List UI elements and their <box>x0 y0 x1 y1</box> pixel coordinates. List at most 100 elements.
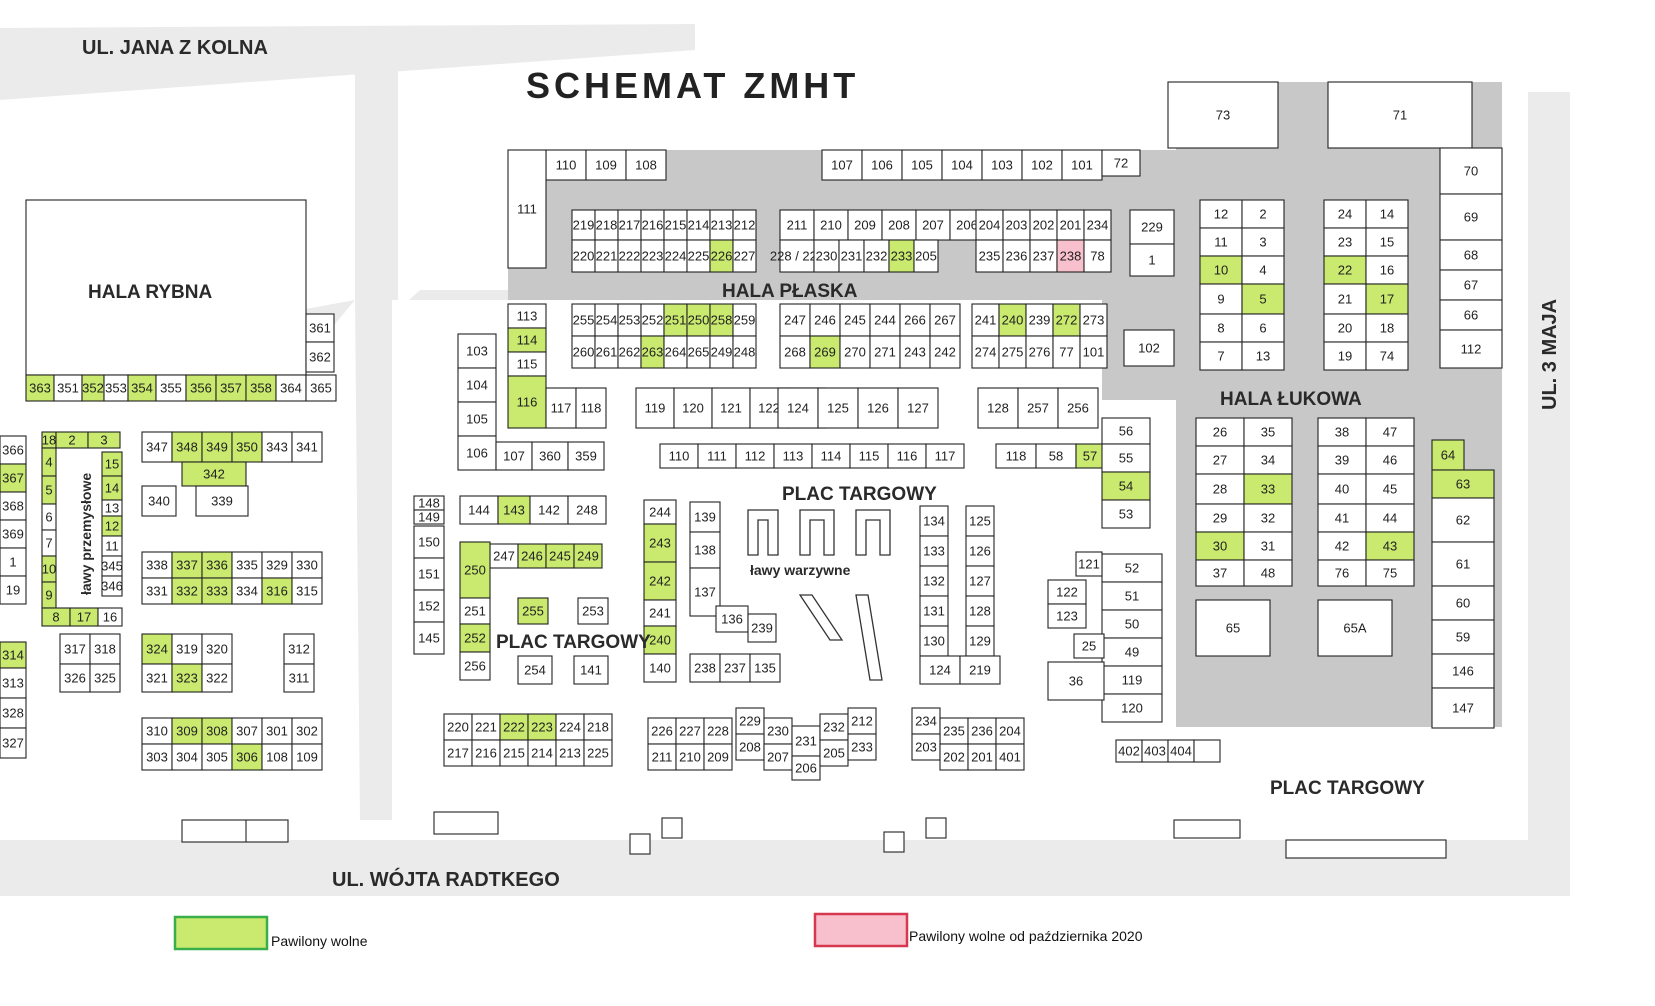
pavilion-231-360[interactable]: 231 <box>791 725 821 757</box>
pavilion--382[interactable] <box>1193 739 1221 763</box>
pavilion-217-349[interactable]: 217 <box>443 739 473 767</box>
pavilion-144-301[interactable]: 144 <box>459 495 499 525</box>
pavilion-222-345[interactable]: 222 <box>499 713 529 741</box>
pavilion-3-169[interactable]: 3 <box>87 431 121 449</box>
pavilion-111-236[interactable]: 111 <box>697 443 737 469</box>
pavilion-330-200[interactable]: 330 <box>291 551 323 579</box>
pavilion-147-294[interactable]: 147 <box>1431 687 1495 729</box>
pavilion-235-372[interactable]: 235 <box>939 717 969 745</box>
pavilion-203-375[interactable]: 203 <box>911 733 941 761</box>
pavilion-29-267[interactable]: 29 <box>1195 503 1245 533</box>
pavilion-215-16[interactable]: 215 <box>663 209 688 241</box>
pavilion-223-346[interactable]: 223 <box>527 713 557 741</box>
pavilion-272-133[interactable]: 272 <box>1052 303 1081 337</box>
pavilion-350-189[interactable]: 350 <box>231 431 263 463</box>
pavilion-267-123[interactable]: 267 <box>929 303 961 337</box>
pavilion-218-348[interactable]: 218 <box>583 713 613 741</box>
pavilion-315-206[interactable]: 315 <box>291 577 323 605</box>
pavilion-13-181[interactable]: 13 <box>101 499 123 517</box>
pavilion-321-218[interactable]: 321 <box>141 663 173 693</box>
pavilion-106-144[interactable]: 106 <box>457 435 497 471</box>
pavilion-10-174[interactable]: 10 <box>41 555 57 583</box>
pavilion-148-295[interactable]: 148 <box>413 495 445 511</box>
pavilion-210-364[interactable]: 210 <box>675 743 705 771</box>
pavilion-357-157[interactable]: 357 <box>215 374 247 402</box>
pavilion-214-17[interactable]: 214 <box>686 209 711 241</box>
pavilion-28-265[interactable]: 28 <box>1195 473 1245 505</box>
pavilion-404-381[interactable]: 404 <box>1167 739 1195 763</box>
pavilion-358-158[interactable]: 358 <box>245 374 277 402</box>
pavilion-220-20[interactable]: 220 <box>571 239 596 273</box>
pavilion-69-79[interactable]: 69 <box>1439 193 1503 241</box>
pavilion-240-131[interactable]: 240 <box>998 303 1027 337</box>
pavilion-149-296[interactable]: 149 <box>413 509 445 525</box>
pavilion-142-303[interactable]: 142 <box>529 495 569 525</box>
pavilion-332-202[interactable]: 332 <box>171 577 203 605</box>
pavilion-116-87[interactable]: 116 <box>507 375 547 429</box>
pavilion-110-235[interactable]: 110 <box>659 443 699 469</box>
pavilion-108-233[interactable]: 108 <box>261 743 293 771</box>
pavilion-230-35[interactable]: 230 <box>813 239 840 273</box>
pavilion-343-190[interactable]: 343 <box>261 431 293 463</box>
pavilion-113-238[interactable]: 113 <box>773 443 813 469</box>
pavilion-341-191[interactable]: 341 <box>291 431 323 463</box>
pavilion-250-107[interactable]: 250 <box>686 303 711 337</box>
pavilion-258-108[interactable]: 258 <box>709 303 734 337</box>
pavilion-225-354[interactable]: 225 <box>583 739 613 767</box>
pavilion-124-95[interactable]: 124 <box>777 387 819 429</box>
pavilion-70-78[interactable]: 70 <box>1439 147 1503 195</box>
pavilion-273-134[interactable]: 273 <box>1079 303 1108 337</box>
pavilion-22-68[interactable]: 22 <box>1323 255 1367 285</box>
pavilion-237-47[interactable]: 237 <box>1029 239 1058 273</box>
pavilion-346-185[interactable]: 346 <box>101 575 123 597</box>
pavilion-252-105[interactable]: 252 <box>640 303 665 337</box>
pavilion-8-60[interactable]: 8 <box>1199 313 1243 343</box>
pavilion-138-324[interactable]: 138 <box>689 531 721 569</box>
pavilion-402-379[interactable]: 402 <box>1115 739 1143 763</box>
pavilion-345-184[interactable]: 345 <box>101 555 123 577</box>
pavilion-226-26[interactable]: 226 <box>709 239 734 273</box>
pavilion-102-8[interactable]: 102 <box>1021 149 1063 181</box>
pavilion-306-232[interactable]: 306 <box>231 743 263 771</box>
pavilion-6-61[interactable]: 6 <box>1241 313 1285 343</box>
pavilion-55-247[interactable]: 55 <box>1101 443 1151 473</box>
pavilion-201-377[interactable]: 201 <box>967 743 997 771</box>
pavilion-317-211[interactable]: 317 <box>59 633 91 665</box>
pavilion-248-117[interactable]: 248 <box>732 335 757 369</box>
pavilion-130-335[interactable]: 130 <box>919 625 949 657</box>
pavilion-233-38[interactable]: 233 <box>888 239 915 273</box>
pavilion-238-48[interactable]: 238 <box>1056 239 1085 273</box>
pavilion-228229-34[interactable]: 228 / 229 <box>770 239 824 273</box>
pavilion-264-114[interactable]: 264 <box>663 335 688 369</box>
pavilion-119-254[interactable]: 119 <box>1101 665 1163 695</box>
pavilion-126-338[interactable]: 126 <box>965 535 995 567</box>
pavilion-218-13[interactable]: 218 <box>594 209 619 241</box>
pavilion-234-371[interactable]: 234 <box>911 707 941 735</box>
pavilion-354-154[interactable]: 354 <box>127 374 157 402</box>
pavilion-333-203[interactable]: 333 <box>201 577 233 605</box>
pavilion-339-194[interactable]: 339 <box>195 485 249 517</box>
pavilion-125-337[interactable]: 125 <box>965 505 995 537</box>
pavilion-208-366[interactable]: 208 <box>735 733 765 761</box>
pavilion-311-222[interactable]: 311 <box>283 663 315 693</box>
pavilion-220-343[interactable]: 220 <box>443 713 473 741</box>
pavilion-113-84[interactable]: 113 <box>507 303 547 329</box>
pavilion-227-27[interactable]: 227 <box>732 239 757 273</box>
pavilion-274-135[interactable]: 274 <box>971 335 1000 369</box>
pavilion-242-319[interactable]: 242 <box>643 561 677 601</box>
pavilion-334-204[interactable]: 334 <box>231 577 263 605</box>
pavilion-353-153[interactable]: 353 <box>103 374 129 402</box>
pavilion-143-302[interactable]: 143 <box>497 495 531 525</box>
pavilion-53-249[interactable]: 53 <box>1101 499 1151 529</box>
pavilion-211-363[interactable]: 211 <box>647 743 677 771</box>
pavilion-12-182[interactable]: 12 <box>101 515 123 537</box>
pavilion-2-168[interactable]: 2 <box>55 431 89 449</box>
pavilion-65-285[interactable]: 65 <box>1195 599 1271 657</box>
pavilion-257-100[interactable]: 257 <box>1017 387 1059 429</box>
pavilion-128-99[interactable]: 128 <box>977 387 1019 429</box>
pavilion-271-127[interactable]: 271 <box>869 335 901 369</box>
pavilion-103-7[interactable]: 103 <box>981 149 1023 181</box>
pavilion-256-101[interactable]: 256 <box>1057 387 1099 429</box>
pavilion-228-357[interactable]: 228 <box>703 717 733 745</box>
pavilion-35-262[interactable]: 35 <box>1243 417 1293 447</box>
